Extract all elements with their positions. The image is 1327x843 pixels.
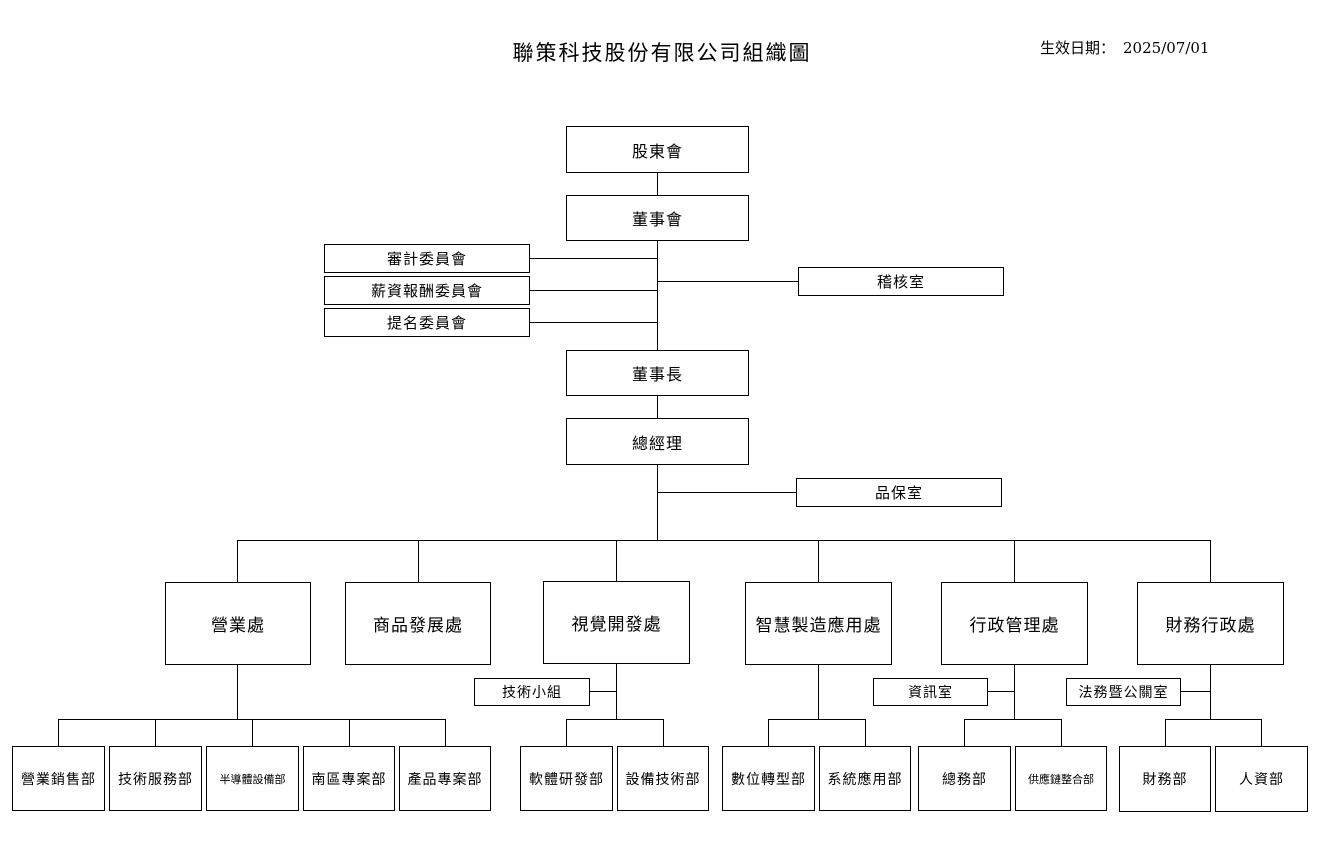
- division-product-development: 商品發展處: [345, 582, 491, 665]
- dept-sales-marketing: 營業銷售部: [12, 746, 105, 811]
- effective-date-value: 2025/07/01: [1123, 39, 1210, 57]
- division-vision-development: 視覺開發處: [543, 581, 690, 664]
- audit-committee-box: 審計委員會: [324, 244, 530, 273]
- general-manager-box: 總經理: [566, 418, 749, 465]
- division-smart-manufacturing: 智慧製造應用處: [745, 582, 892, 665]
- dept-digital-transformation: 數位轉型部: [722, 746, 815, 811]
- dept-finance: 財務部: [1119, 746, 1211, 812]
- board-box: 董事會: [566, 195, 749, 241]
- dept-technical-service: 技術服務部: [109, 746, 202, 811]
- dept-semiconductor-equipment: 半導體設備部: [206, 746, 299, 811]
- dept-general-affairs: 總務部: [918, 746, 1011, 811]
- unit-legal-pr-office: 法務暨公關室: [1066, 678, 1181, 706]
- dept-human-resources: 人資部: [1215, 746, 1308, 812]
- dept-south-projects: 南區專案部: [303, 746, 395, 811]
- remuneration-committee-box: 薪資報酬委員會: [324, 276, 530, 305]
- effective-date-label: 生效日期：: [1040, 39, 1116, 57]
- dept-supply-chain-integration: 供應鏈整合部: [1015, 746, 1107, 811]
- dept-software-rd: 軟體研發部: [520, 746, 613, 811]
- dept-system-application: 系統應用部: [819, 746, 911, 811]
- division-sales: 營業處: [165, 582, 311, 665]
- nomination-committee-box: 提名委員會: [324, 308, 530, 337]
- division-administration: 行政管理處: [941, 582, 1088, 665]
- internal-audit-box: 稽核室: [798, 267, 1004, 296]
- unit-information-office: 資訊室: [873, 678, 988, 706]
- unit-technical-team: 技術小組: [474, 678, 590, 706]
- division-finance-admin: 財務行政處: [1137, 582, 1284, 665]
- chairman-box: 董事長: [566, 350, 749, 396]
- effective-date: 生效日期： 2025/07/01: [1040, 36, 1250, 60]
- dept-product-projects: 產品專案部: [399, 746, 491, 811]
- chart-title: 聯策科技股份有限公司組織圖: [512, 41, 812, 65]
- shareholders-box: 股東會: [566, 126, 749, 173]
- dept-equipment-technology: 設備技術部: [617, 746, 709, 811]
- quality-assurance-box: 品保室: [796, 478, 1002, 507]
